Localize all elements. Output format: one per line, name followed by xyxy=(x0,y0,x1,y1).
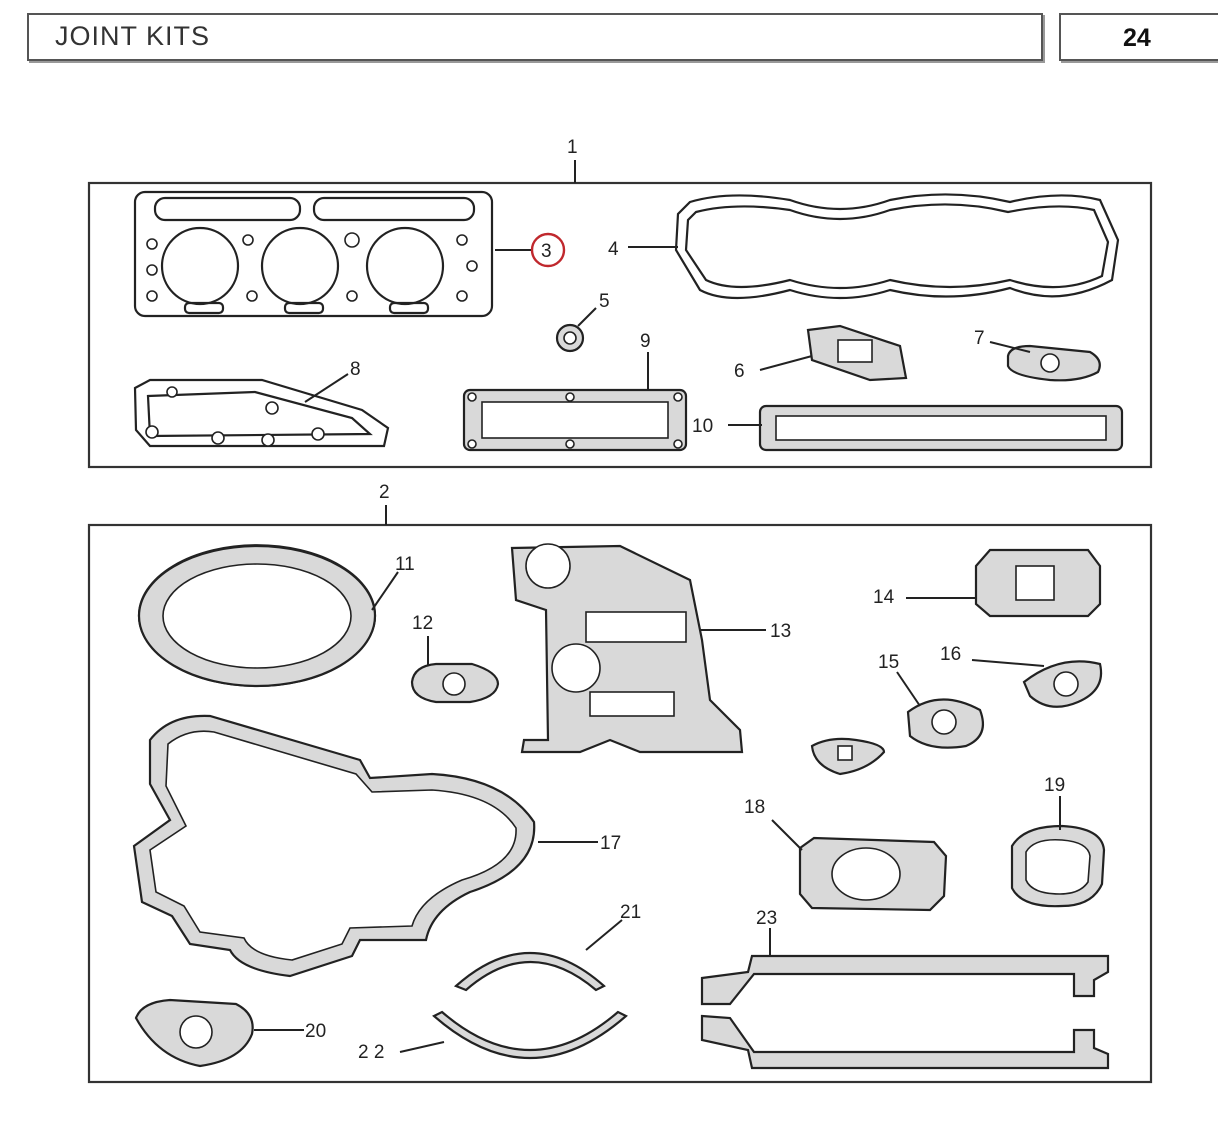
part-7-gasket[interactable] xyxy=(1006,344,1101,382)
section-title: JOINT KITS xyxy=(55,21,211,51)
part-21-thrust-washer[interactable] xyxy=(453,951,606,992)
part-8-label[interactable]: 8 xyxy=(350,359,361,380)
part-23-sump-gaskets[interactable] xyxy=(700,954,1110,1070)
part-9-gasket[interactable] xyxy=(462,388,688,452)
part-21-label[interactable]: 21 xyxy=(620,902,641,923)
part-8-gasket[interactable] xyxy=(133,378,390,448)
part-18-label[interactable]: 18 xyxy=(744,797,765,818)
part-10-gasket[interactable] xyxy=(758,404,1124,452)
part-17-label[interactable]: 17 xyxy=(600,833,621,854)
part-16-label[interactable]: 16 xyxy=(940,644,961,665)
part-10-label[interactable]: 10 xyxy=(692,416,713,437)
part-15-label[interactable]: 15 xyxy=(878,652,899,673)
part-3-head-gasket[interactable] xyxy=(133,190,494,318)
part-13-label[interactable]: 13 xyxy=(770,621,791,642)
part-22-thrust-washer[interactable] xyxy=(432,1010,628,1060)
part-5-washer[interactable] xyxy=(555,323,585,353)
part-6-label[interactable]: 6 xyxy=(734,361,745,382)
page-number-box: 24 xyxy=(1059,13,1218,61)
part-4-rocker-cover-gasket[interactable] xyxy=(674,193,1120,300)
part-15-gasket[interactable] xyxy=(906,698,984,749)
part-19-label[interactable]: 19 xyxy=(1044,775,1065,796)
part-6-gasket[interactable] xyxy=(806,324,908,382)
part-18-gasket[interactable] xyxy=(798,836,948,912)
part-3-label[interactable]: 3 xyxy=(541,241,552,262)
part-19-gasket[interactable] xyxy=(1010,824,1106,908)
part-23-label[interactable]: 23 xyxy=(756,908,777,929)
kit-2-frame xyxy=(87,523,1153,1084)
section-title-box: JOINT KITS xyxy=(27,13,1043,61)
page-number: 24 xyxy=(1123,24,1151,52)
part-11-label[interactable]: 11 xyxy=(395,554,415,575)
part-3-highlight-circle xyxy=(530,232,566,268)
part-20-gasket[interactable] xyxy=(134,998,254,1068)
part-22-label[interactable]: 2 2 xyxy=(358,1042,384,1063)
part-15-companion-gasket[interactable] xyxy=(810,737,886,776)
kit-2-group: 2 xyxy=(87,482,1153,1084)
part-14-label[interactable]: 14 xyxy=(873,587,895,608)
part-9-label[interactable]: 9 xyxy=(640,331,651,352)
part-13-timing-case-gasket[interactable] xyxy=(510,543,744,754)
part-7-label[interactable]: 7 xyxy=(974,328,985,349)
kit-1-label: 1 xyxy=(567,137,578,158)
part-20-label[interactable]: 20 xyxy=(305,1021,326,1042)
part-12-gasket[interactable] xyxy=(410,662,500,704)
part-5-label[interactable]: 5 xyxy=(599,291,610,312)
part-17-front-cover-gasket[interactable] xyxy=(132,714,536,978)
kit-1-frame xyxy=(87,181,1153,469)
kit-2-label: 2 xyxy=(379,482,390,503)
part-11-flywheel-housing-gasket[interactable] xyxy=(137,544,377,688)
part-12-label[interactable]: 12 xyxy=(412,613,433,634)
part-14-gasket[interactable] xyxy=(974,548,1102,618)
part-16-gasket[interactable] xyxy=(1022,660,1103,708)
part-4-label[interactable]: 4 xyxy=(608,239,619,260)
kit-1-group: 1 xyxy=(87,137,1153,469)
